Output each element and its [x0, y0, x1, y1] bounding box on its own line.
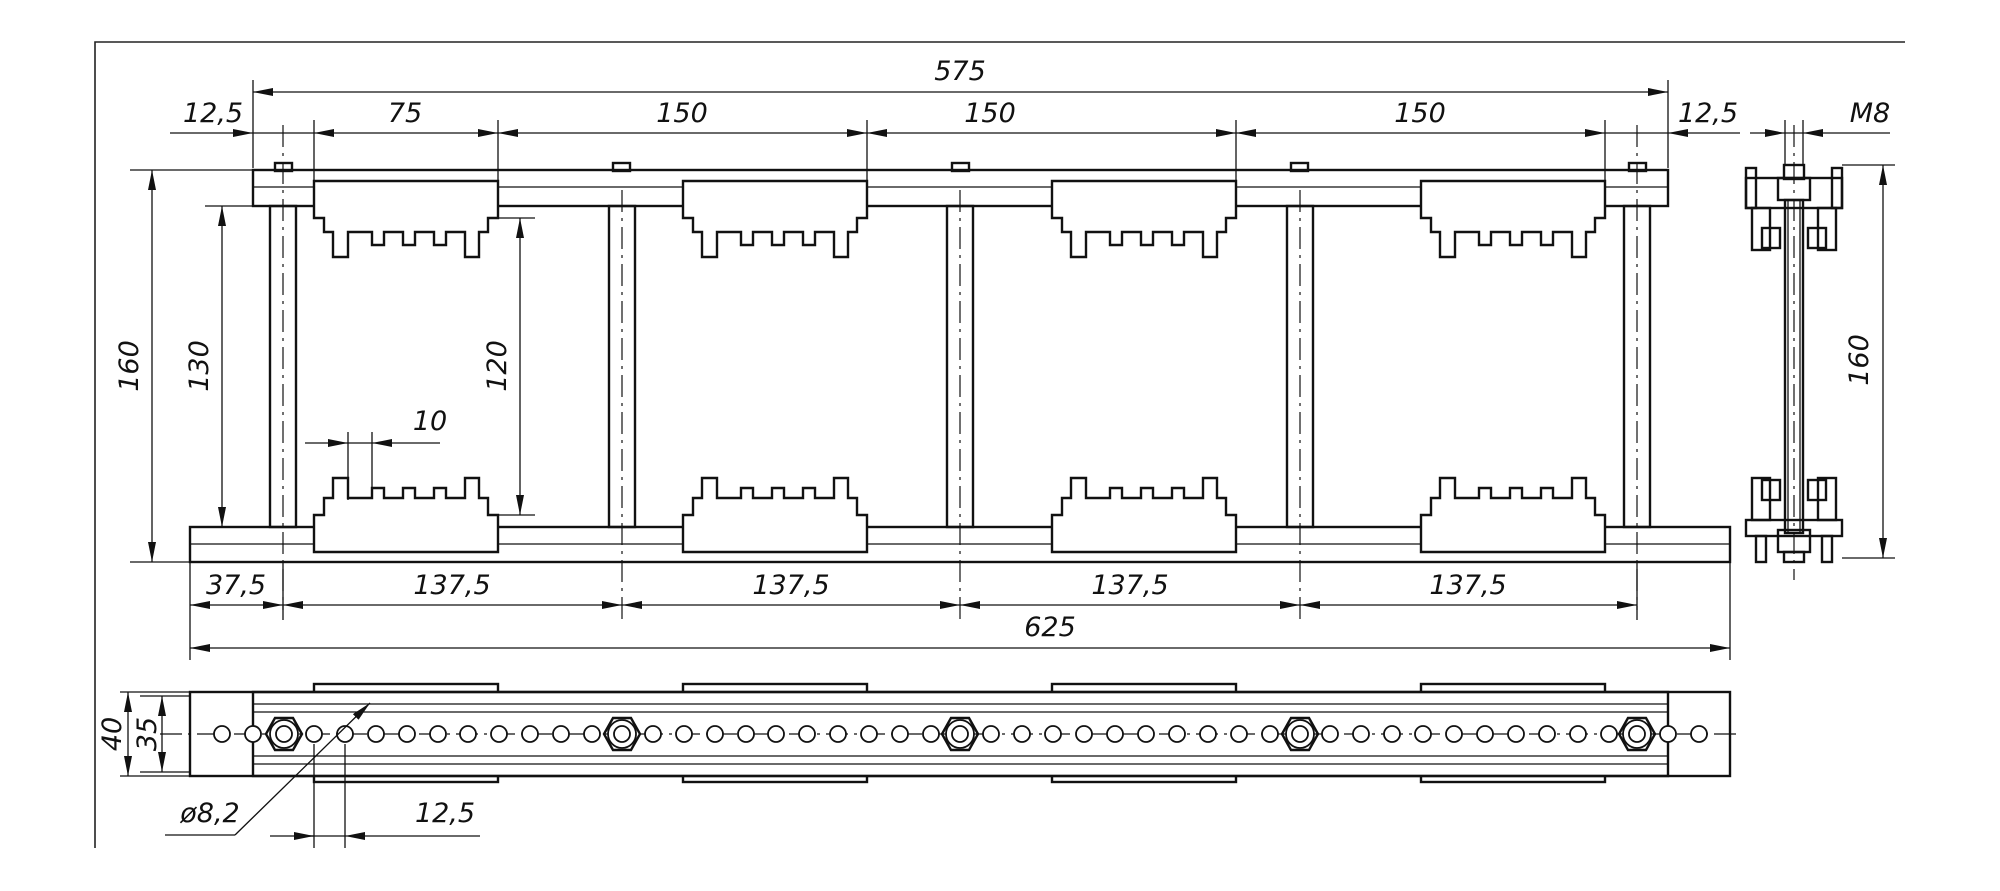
drawing-frame: [94, 41, 1905, 848]
dim-150-c: 150: [1394, 98, 1446, 129]
hole-row: [213, 725, 1708, 743]
dim-625: 625: [1024, 612, 1076, 643]
comb-block: [1419, 179, 1607, 259]
comb-block: [1050, 476, 1238, 554]
dim-160: 160: [114, 340, 145, 392]
dim-m8: M8: [1850, 98, 1890, 129]
comb-block: [312, 476, 500, 554]
comb-block: [1050, 179, 1238, 259]
dim-diameter: ø8,2: [179, 798, 239, 829]
comb-block: [681, 179, 869, 259]
side-view: M8 160: [1744, 98, 1895, 580]
dim-137-5-b: 137,5: [752, 570, 829, 601]
comb-block: [312, 179, 500, 259]
plan-view: 40 35 ø8,2 12,5: [97, 682, 1740, 848]
dim-137-5-c: 137,5: [1091, 570, 1168, 601]
dim-150-b: 150: [964, 98, 1016, 129]
front-view: 575 12,5 75 150 150 150 12,5 160 130: [114, 56, 1740, 660]
dim-40: 40: [97, 717, 128, 751]
dim-150-a: 150: [656, 98, 708, 129]
comb-block: [1419, 476, 1607, 554]
dim-75: 75: [388, 98, 422, 129]
bottom-combs: [312, 476, 1607, 554]
top-combs: [312, 179, 1607, 259]
dim-160-side: 160: [1844, 334, 1875, 386]
bolts: [264, 716, 1657, 752]
dim-130: 130: [184, 340, 215, 392]
dim-137-5-a: 137,5: [413, 570, 490, 601]
dim-137-5-d: 137,5: [1429, 570, 1506, 601]
dim-575: 575: [934, 56, 986, 87]
dim-35: 35: [132, 717, 163, 751]
comb-block: [681, 476, 869, 554]
posts: [268, 125, 1652, 620]
dim-hole-pitch: 12,5: [415, 798, 475, 829]
dim-37-5: 37,5: [206, 570, 266, 601]
dim-12-5-left: 12,5: [183, 98, 243, 129]
dim-12-5-right: 12,5: [1678, 98, 1738, 129]
nut-caps: [273, 161, 1648, 173]
dim-120: 120: [482, 340, 513, 392]
dim-10: 10: [413, 406, 447, 437]
